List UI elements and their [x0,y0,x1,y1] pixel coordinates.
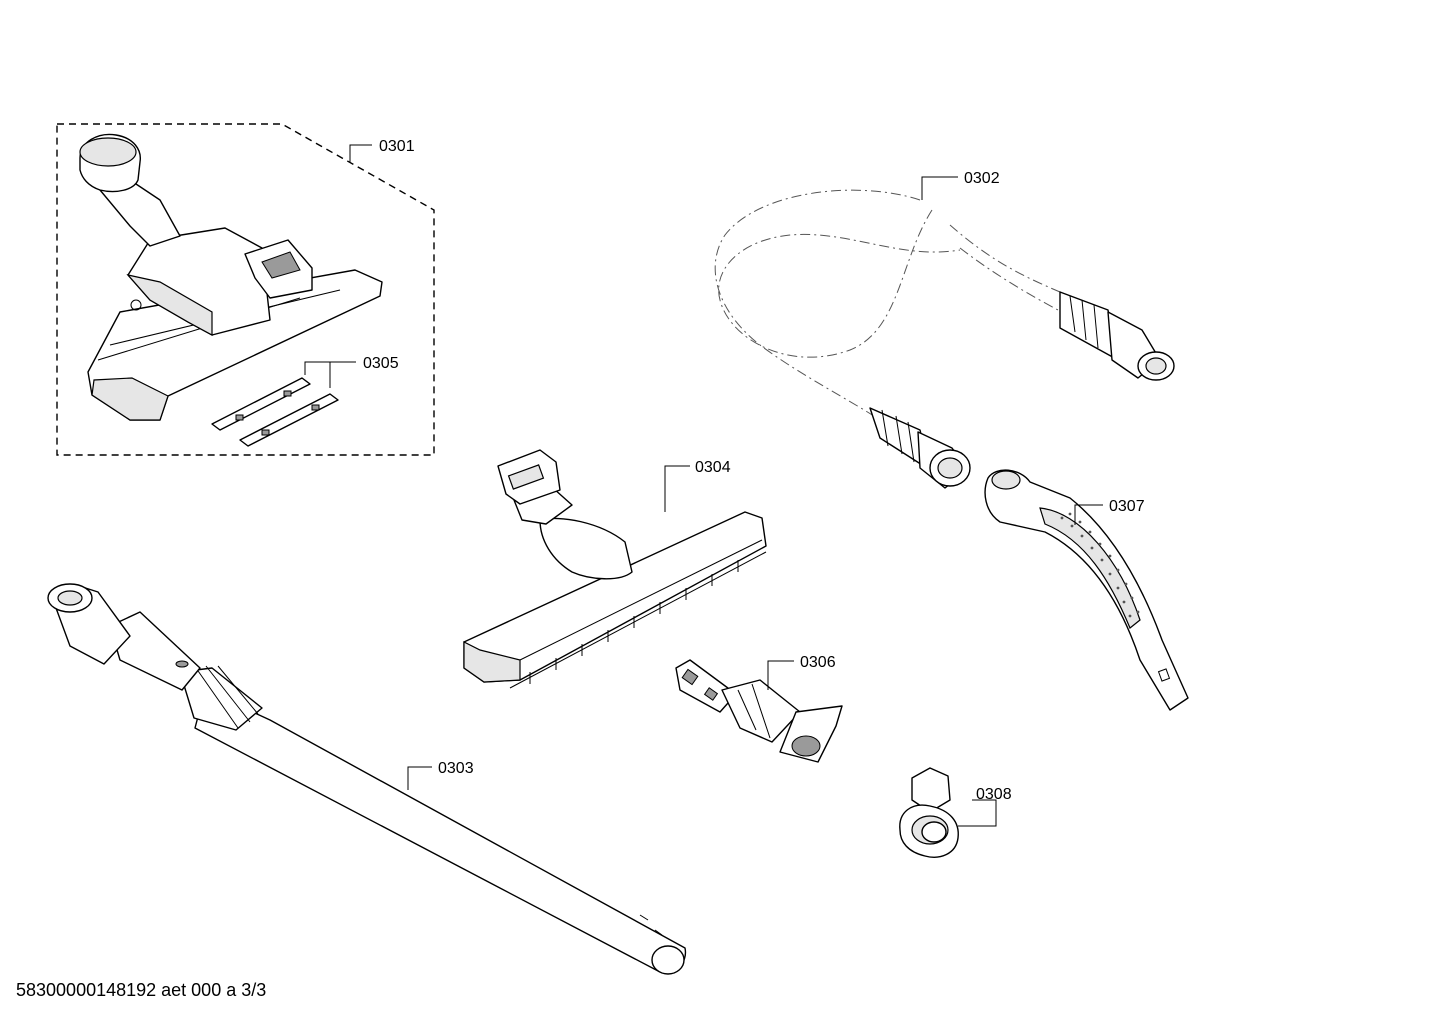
label-0308: 0308 [976,786,1012,803]
parquet-nozzle-icon[interactable] [463,449,767,689]
callout-0307: 0307 [1074,498,1145,525]
hose-handle-icon[interactable] [984,469,1189,711]
floor-nozzle-icon[interactable] [79,133,383,421]
callout-0304: 0304 [664,459,731,512]
assembly-group-outline [56,123,435,456]
extension-tube-icon[interactable] [47,583,687,975]
document-footer-code: 58300000148192 aet 000 a 3/3 [16,980,267,1000]
label-0301: 0301 [379,138,415,155]
label-0307: 0307 [1109,498,1145,515]
callout-0302: 0302 [921,170,1000,200]
callout-0303: 0303 [407,760,474,790]
label-0305: 0305 [363,355,399,372]
callout-0306: 0306 [767,654,836,690]
callout-0308: 0308 [958,786,1012,827]
label-0306: 0306 [800,654,836,671]
tube-clip-icon[interactable] [899,767,959,858]
suction-hose-icon[interactable] [714,189,1175,489]
callout-0305: 0305 [304,355,399,388]
wear-strip-icon[interactable] [211,377,339,447]
crevice-brush-icon[interactable] [675,659,843,763]
label-0302: 0302 [964,170,1000,187]
callout-0301: 0301 [349,138,415,163]
label-0304: 0304 [695,459,731,476]
label-0303: 0303 [438,760,474,777]
